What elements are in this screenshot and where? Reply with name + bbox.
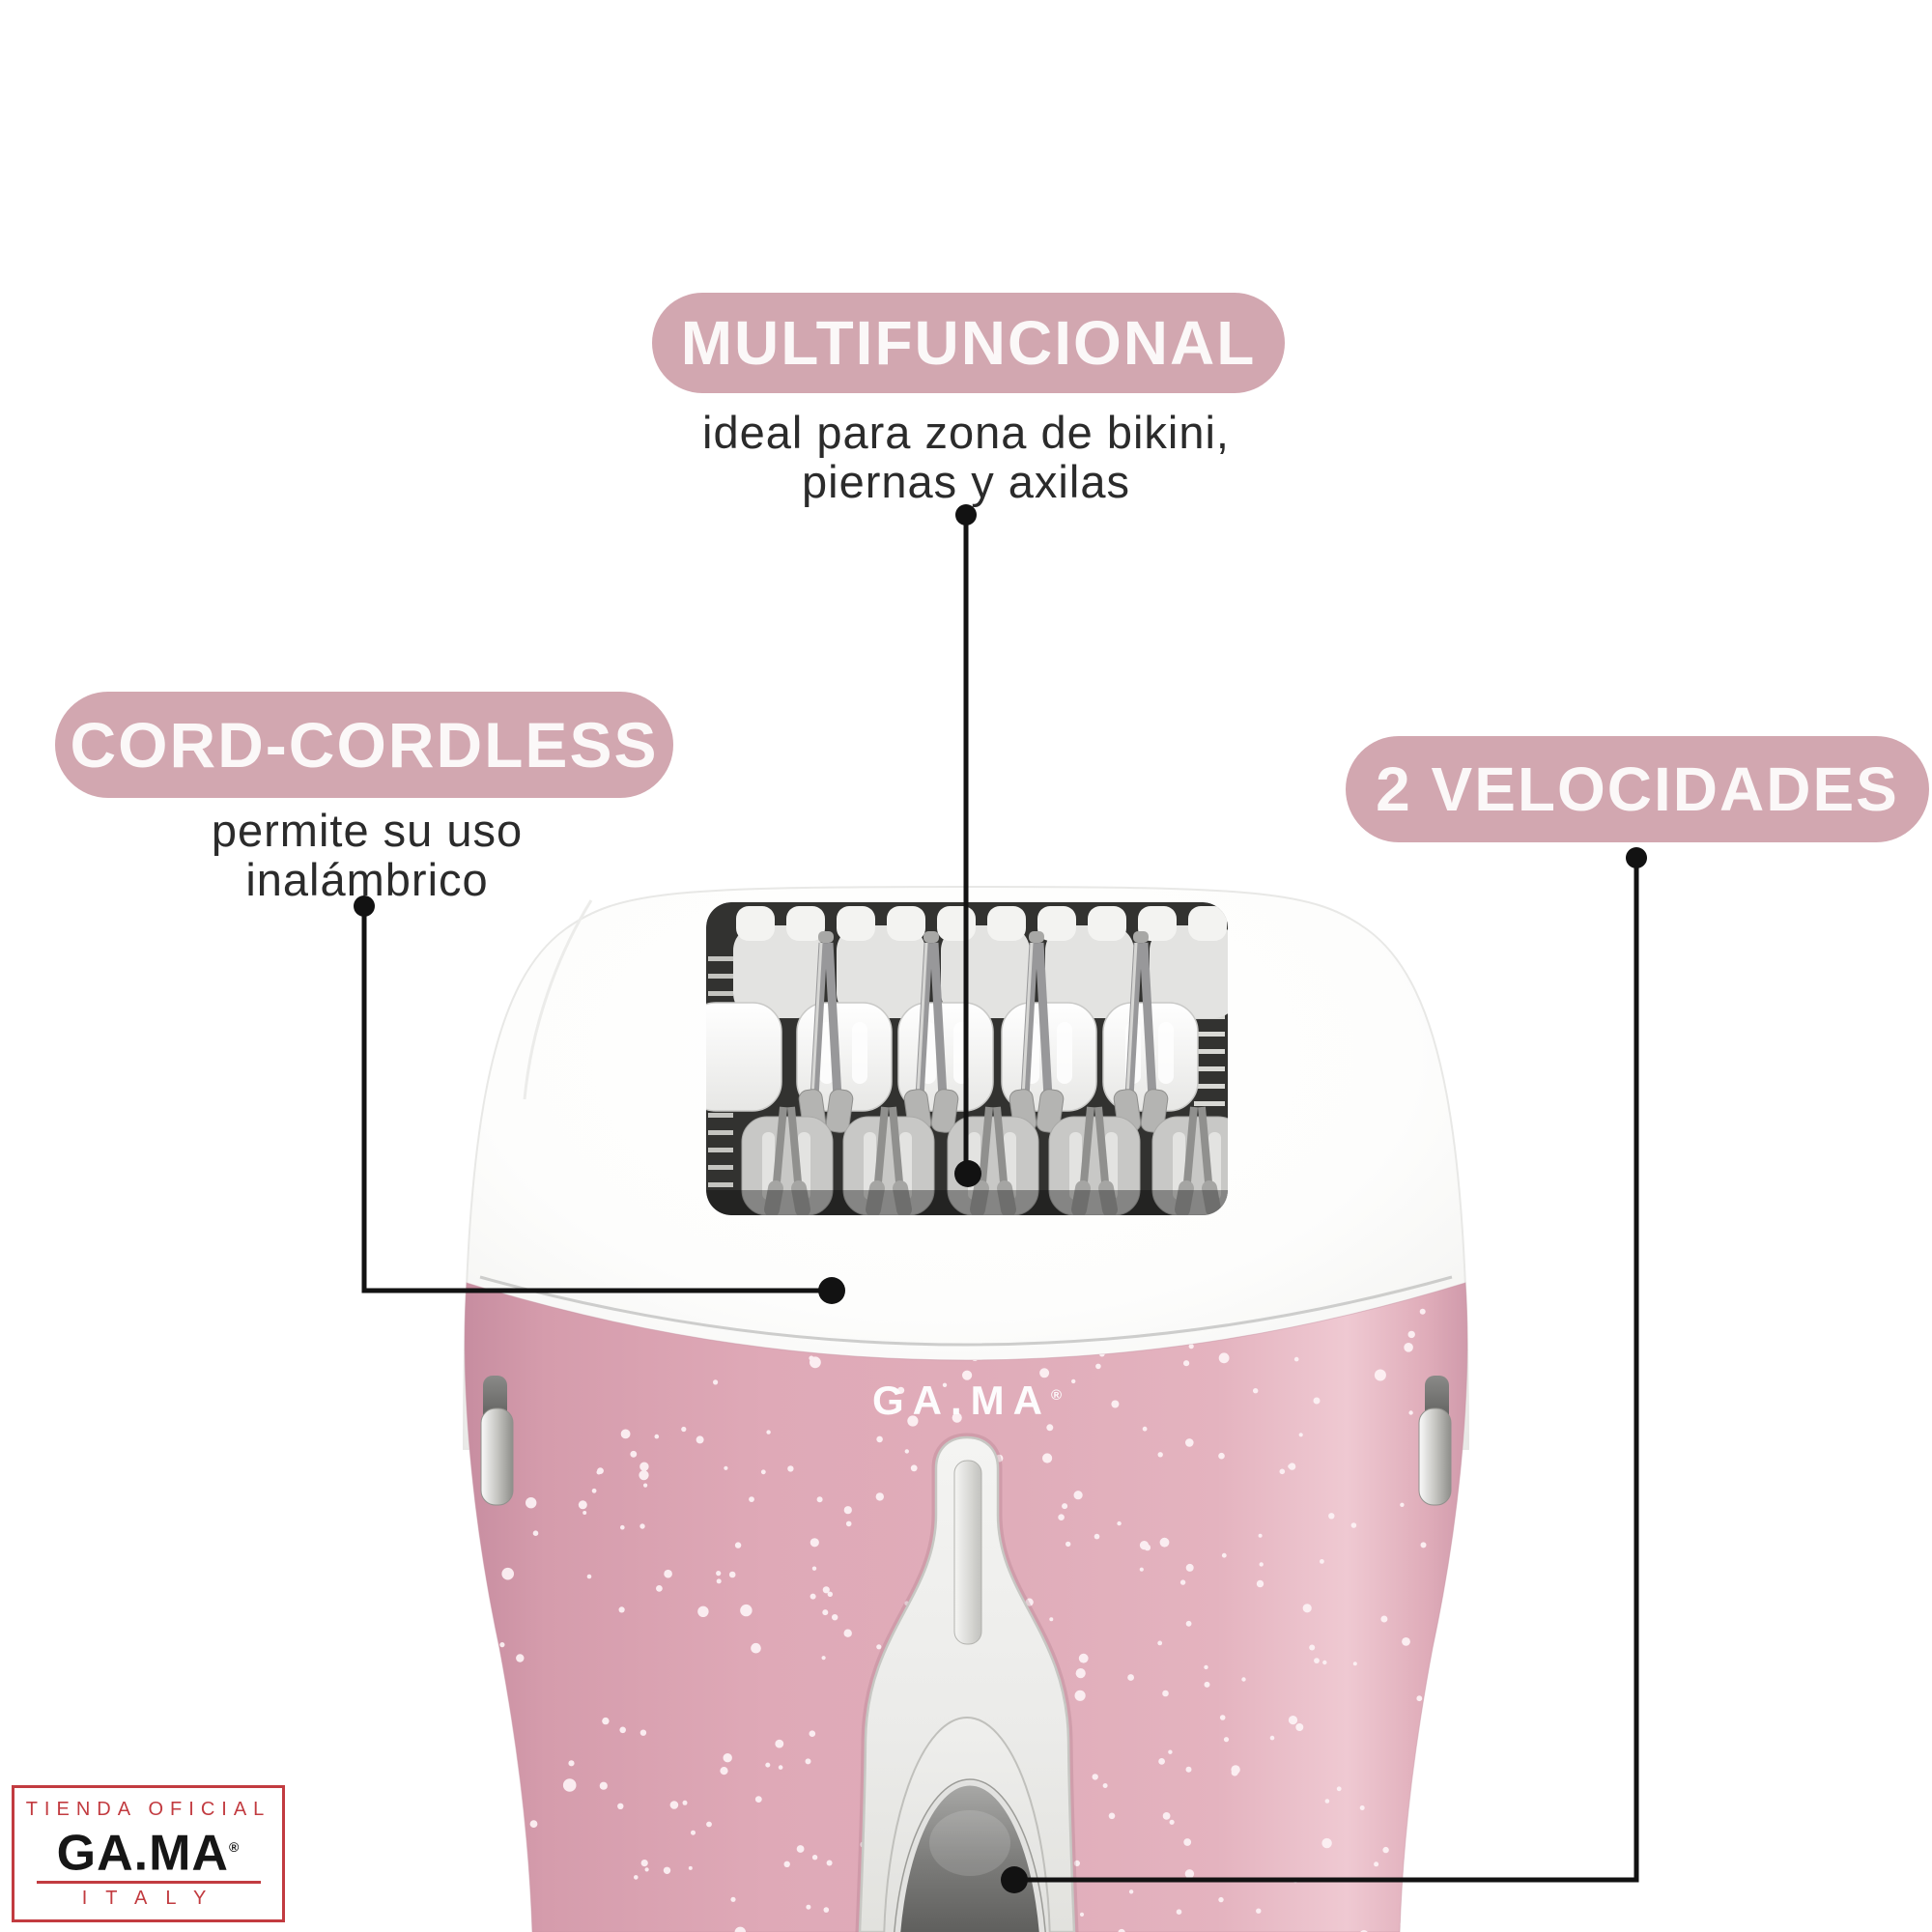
logo-divider [36, 1881, 261, 1885]
registered-mark: ® [1050, 1387, 1063, 1404]
callout-dots [354, 504, 1647, 1893]
store-logo-top-line: TIENDA OFICIAL [25, 1799, 271, 1820]
speed-switch [894, 1778, 1046, 1932]
badge-2-velocidades: 2 VELOCIDADES [1346, 736, 1929, 842]
polka-dots [480, 1283, 1448, 1932]
cord-cordless-description: permite su uso inalámbrico [77, 806, 657, 904]
brand-text: GA.MA [871, 1378, 1051, 1423]
callout-line-cord-cordless [361, 906, 832, 1293]
side-clip-left [480, 1376, 514, 1506]
back-discs [733, 925, 1228, 1018]
badge-multifuncional: MULTIFUNCIONAL [652, 293, 1285, 393]
callout-lines [361, 515, 1639, 1883]
registered-mark: ® [229, 1839, 241, 1855]
description-line: ideal para zona de bikini, [702, 407, 1230, 458]
head-base-seam [479, 1275, 1453, 1347]
tweezers-lower [764, 1106, 1221, 1215]
tweezer-discs-window [706, 902, 1228, 1215]
description-line: piernas y axilas [802, 456, 1130, 507]
description-line: inalámbrico [245, 854, 489, 905]
store-brand-text: GA.MA [56, 1825, 229, 1882]
side-clip-right [1418, 1376, 1452, 1506]
description-line: permite su uso [211, 805, 524, 856]
store-logo-brand: GA.MA® [14, 1822, 282, 1878]
brand-on-body: GA.MA® [811, 1378, 1122, 1424]
callout-line-velocidades [1014, 858, 1639, 1883]
store-logo-box: TIENDA OFICIAL GA.MA® ITALY [12, 1785, 285, 1922]
badge-cord-cordless: CORD-CORDLESS [55, 692, 673, 798]
multifuncional-description: ideal para zona de bikini, piernas y axi… [531, 408, 1401, 506]
store-logo-bottom-line: ITALY [81, 1888, 225, 1910]
